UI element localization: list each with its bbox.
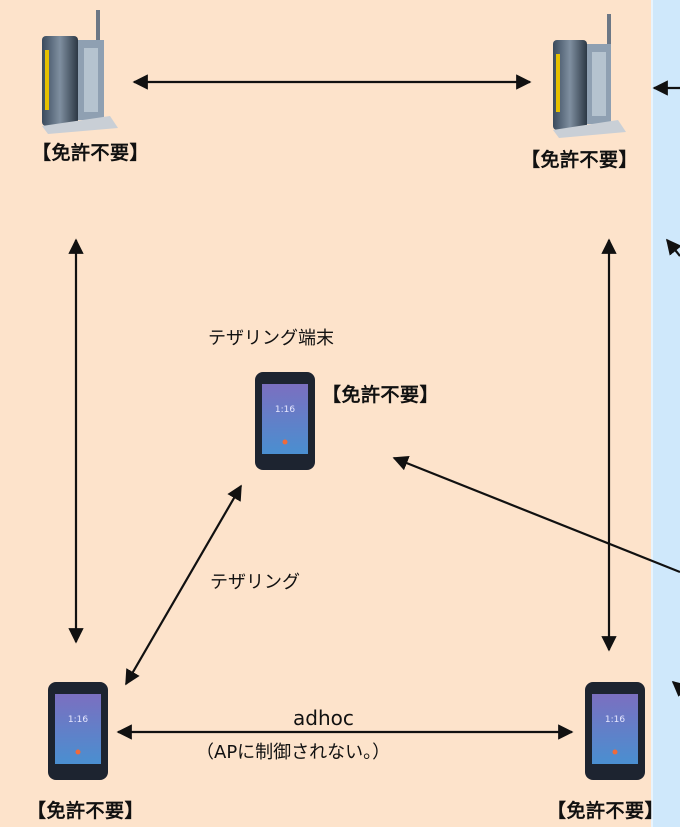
- tether-phone-title: テザリング端末: [208, 328, 334, 349]
- router-left-icon: [42, 10, 118, 134]
- phone-right-label: 【免許不要】: [547, 800, 665, 822]
- router-right-icon: [553, 14, 626, 138]
- right-panel: [652, 0, 680, 827]
- phone-right-time: 1:16: [605, 715, 625, 725]
- phone-left-label: 【免許不要】: [27, 800, 145, 822]
- tether-phone-label: 【免許不要】: [322, 384, 440, 406]
- tether-phone-time: 1:16: [275, 405, 295, 415]
- arrow-from-right-to-tether: [392, 455, 680, 574]
- arrow-from-right-lower: [671, 680, 680, 697]
- phone-right-icon: 1:16: [585, 682, 645, 780]
- adhoc-label: adhoc: [293, 706, 354, 730]
- adhoc-note: （APに制御されない。）: [196, 742, 391, 763]
- router-right-label: 【免許不要】: [521, 149, 639, 171]
- phone-left-icon: 1:16: [48, 682, 108, 780]
- tether-phone-icon: 1:16: [255, 372, 315, 470]
- arrow-from-right-upper: [666, 238, 680, 257]
- tethering-label: テザリング: [210, 572, 300, 593]
- arrow-tethering: [125, 484, 242, 686]
- router-left-label: 【免許不要】: [32, 142, 150, 164]
- phone-left-time: 1:16: [68, 715, 88, 725]
